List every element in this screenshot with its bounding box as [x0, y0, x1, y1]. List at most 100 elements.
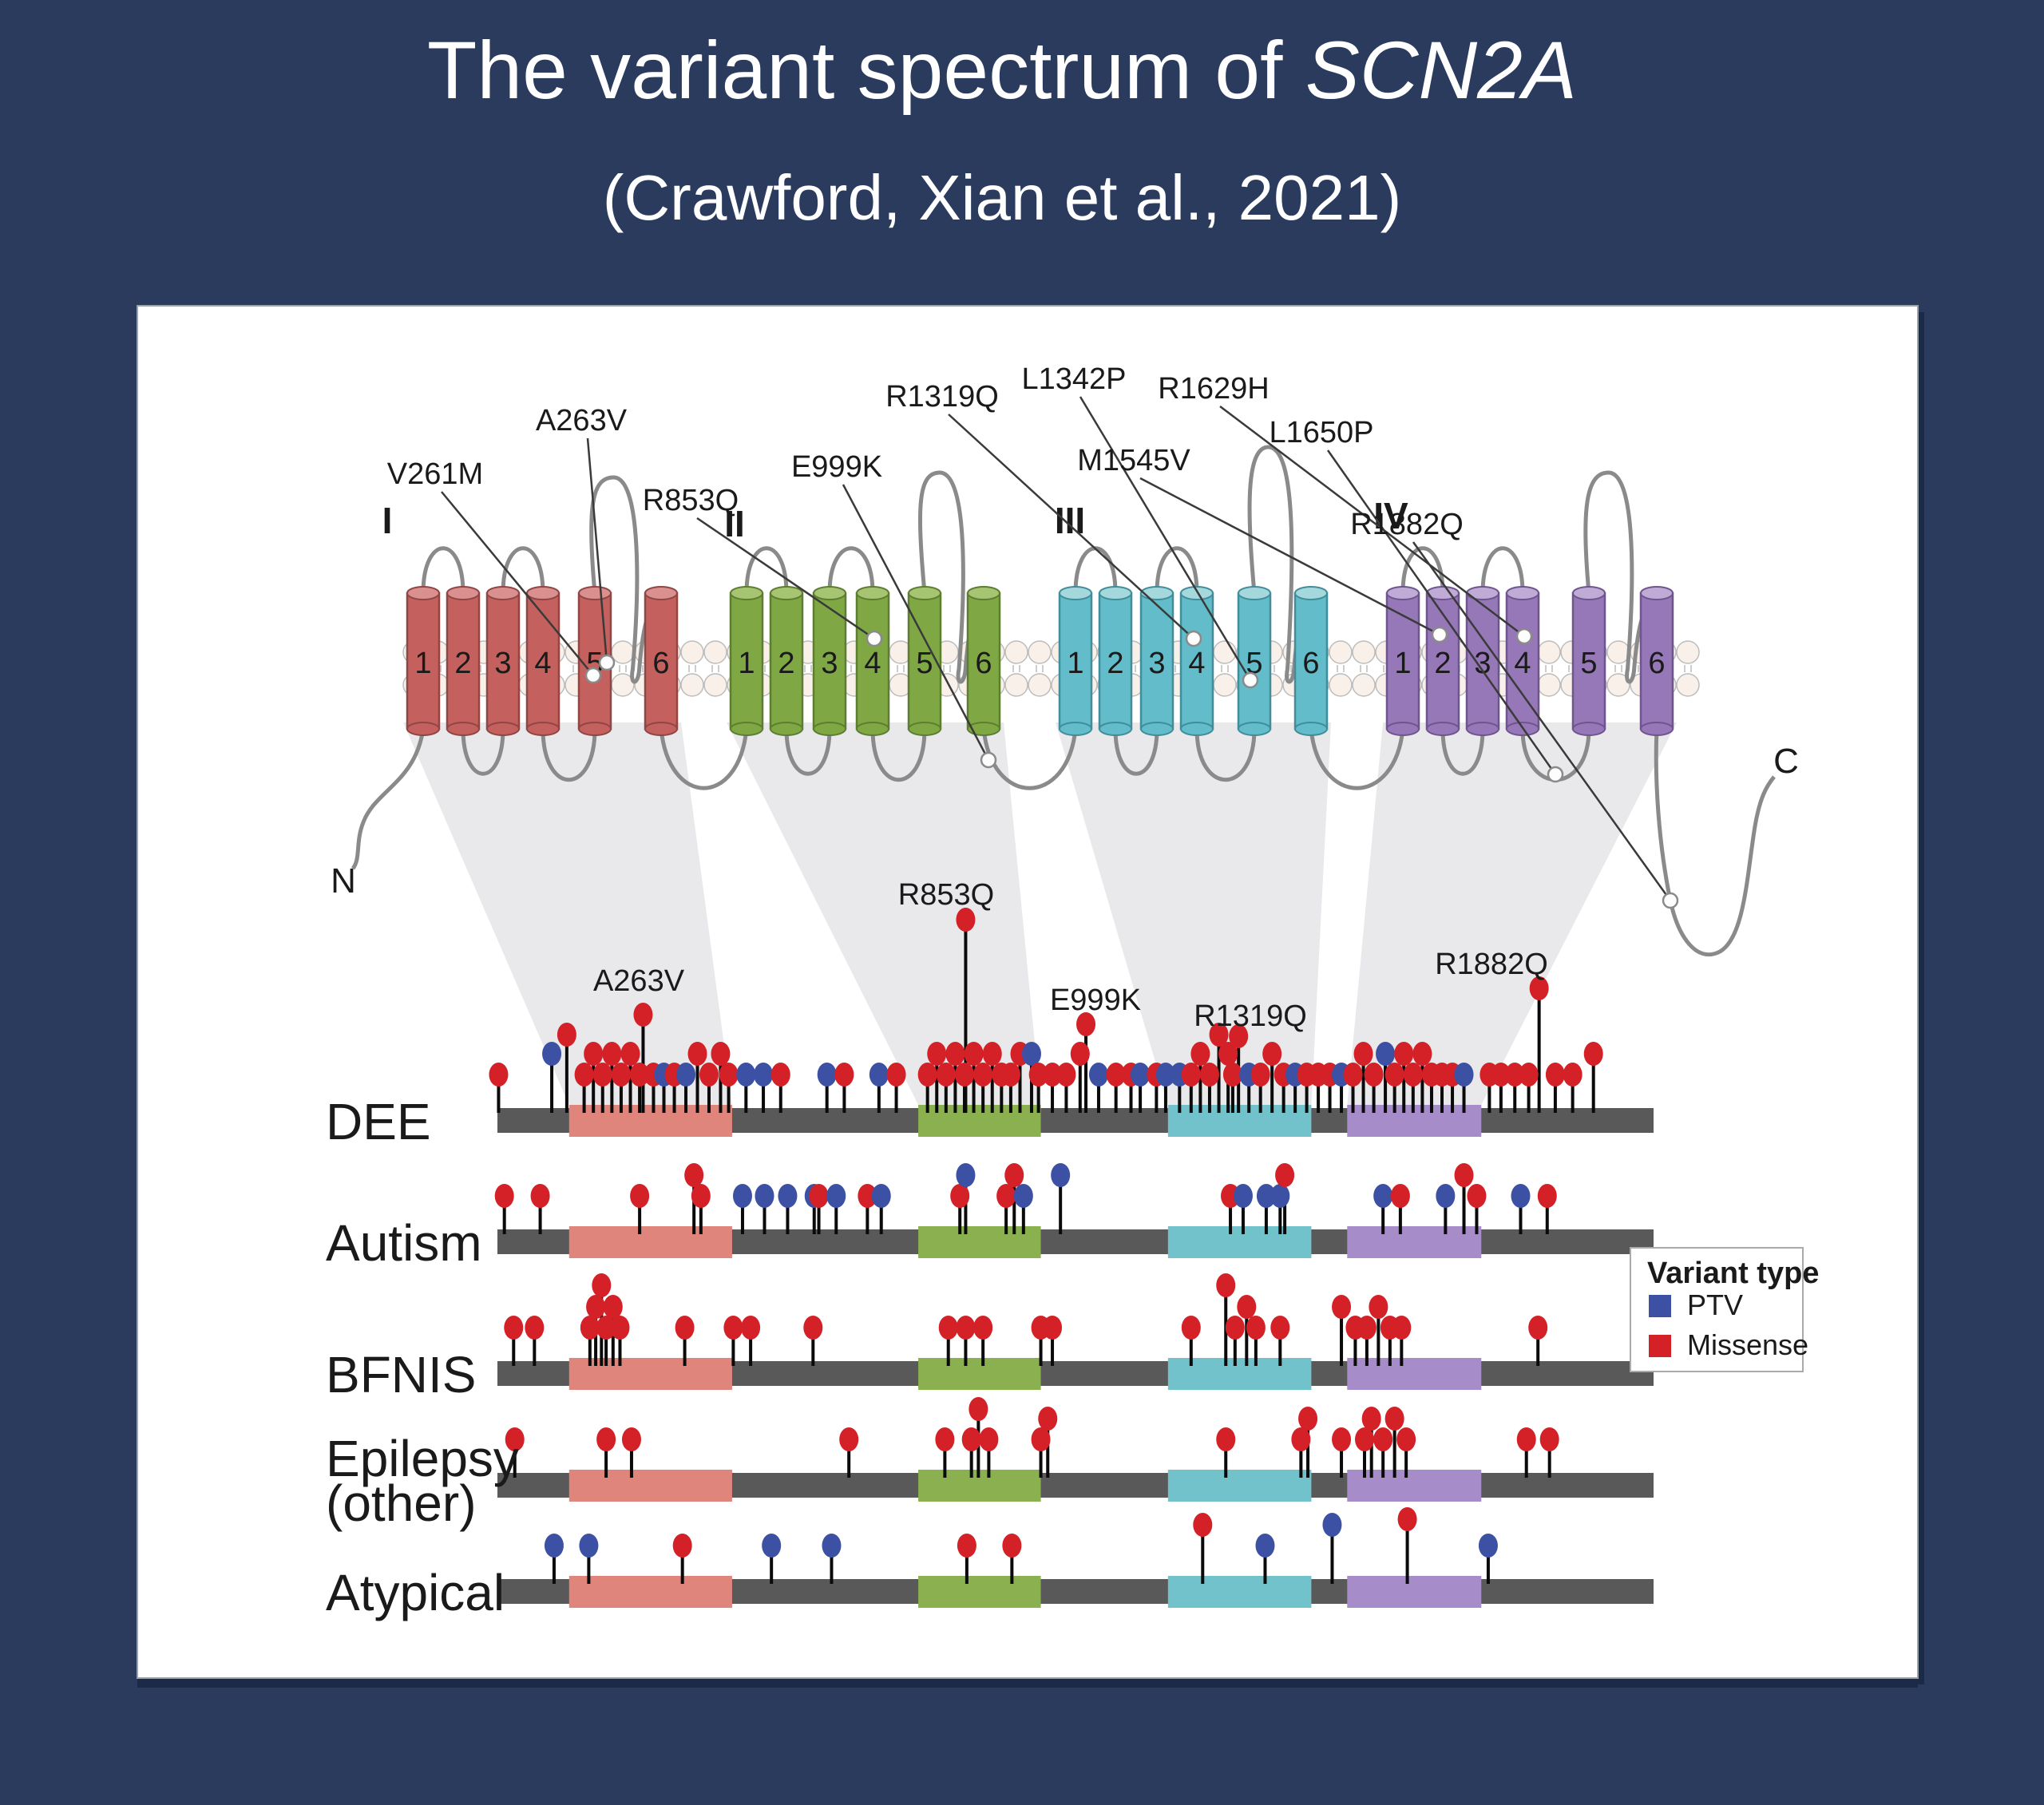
ptv-lollipop: [1051, 1163, 1071, 1187]
variant-site-dot: [1185, 630, 1202, 647]
segment-cylinder-top: [730, 586, 763, 600]
ptv-lollipop: [817, 1063, 837, 1087]
slide-subtitle: (Crawford, Xian et al., 2021): [602, 162, 1402, 233]
n-terminal-tail: [351, 728, 426, 870]
intracellular-loop: [461, 728, 505, 776]
legend-label-missense: Missense: [1687, 1328, 1808, 1361]
missense-lollipop: [711, 1042, 731, 1066]
variant-label-L1342P: L1342P: [1021, 362, 1126, 396]
missense-lollipop: [1369, 1295, 1388, 1319]
variant-label-M1545V: M1545V: [1077, 444, 1190, 477]
lipid-head: [1329, 673, 1353, 697]
extracellular-loop: [1480, 546, 1525, 594]
missense-lollipop: [489, 1063, 509, 1087]
missense-lollipop: [1000, 1063, 1020, 1087]
missense-lollipop: [858, 1184, 877, 1208]
extracellular-loop: [1155, 546, 1199, 594]
missense-lollipop: [956, 1316, 976, 1340]
ptv-lollipop: [1436, 1184, 1456, 1208]
figure-panel: [137, 305, 1919, 1679]
missense-lollipop: [973, 1316, 993, 1340]
segment-cylinder-bottom: [644, 722, 678, 736]
segment-cylinder: [729, 592, 764, 730]
missense-lollipop: [691, 1184, 711, 1208]
segment-cylinder-top: [526, 586, 560, 600]
segment-cylinder-bottom: [967, 722, 1000, 736]
variant-label-R1629H: R1629H: [1158, 372, 1269, 406]
segment-number: 1: [1067, 647, 1083, 680]
peak-label-R1882Q: R1882Q: [1435, 948, 1548, 981]
missense-lollipop: [684, 1163, 704, 1187]
segment-cylinder-top: [486, 586, 520, 600]
segment-number: 4: [1188, 647, 1205, 680]
missense-lollipop: [770, 1063, 790, 1087]
missense-lollipop: [1412, 1042, 1432, 1066]
missense-lollipop: [886, 1063, 906, 1087]
missense-lollipop: [1392, 1316, 1412, 1340]
segment-number: 1: [414, 647, 431, 680]
missense-lollipop: [633, 1003, 653, 1027]
missense-lollipop: [1332, 1295, 1352, 1319]
missense-lollipop: [1225, 1316, 1245, 1340]
segment-cylinder-top: [1059, 586, 1092, 600]
missense-lollipop: [610, 1316, 630, 1340]
missense-lollipop: [1353, 1042, 1373, 1066]
variant-label-E999K: E999K: [791, 450, 882, 484]
missense-lollipop: [1229, 1024, 1249, 1048]
missense-lollipop: [1270, 1316, 1290, 1340]
segment-cylinder-top: [1640, 586, 1674, 600]
ptv-lollipop: [676, 1063, 696, 1087]
missense-lollipop: [1043, 1316, 1063, 1340]
row-label: Epilepsy: [326, 1430, 519, 1487]
lipid-head: [1352, 640, 1376, 664]
missense-lollipop: [592, 1063, 612, 1087]
missense-lollipop: [723, 1316, 743, 1340]
missense-lollipop: [803, 1316, 823, 1340]
lipid-head: [1028, 673, 1052, 697]
callout-line: [696, 517, 875, 640]
variant-label-L1650P: L1650P: [1269, 416, 1373, 449]
missense-lollipop: [1390, 1184, 1410, 1208]
missense-lollipop: [1209, 1023, 1229, 1047]
missense-lollipop: [620, 1042, 640, 1066]
lipid-head: [703, 640, 727, 664]
segment-cylinder-top: [1140, 586, 1174, 600]
lollipop-heads: [544, 1507, 1498, 1558]
segment-cylinder-top: [1294, 586, 1328, 600]
segment-cylinder-bottom: [1640, 722, 1674, 736]
segment-cylinder-bottom: [908, 722, 941, 736]
segment-number: 2: [778, 647, 794, 680]
missense-lollipop: [936, 1063, 956, 1087]
segment-number: 4: [534, 647, 551, 680]
missense-lollipop: [602, 1042, 622, 1066]
missense-lollipop: [630, 1063, 650, 1087]
missense-lollipop: [1384, 1407, 1404, 1431]
missense-lollipop: [1298, 1407, 1318, 1431]
segment-number: 6: [652, 647, 669, 680]
lipid-head: [1004, 673, 1028, 697]
slide-title: The variant spectrum of SCN2A: [0, 24, 2004, 117]
segment-cylinder-top: [446, 586, 480, 600]
segment-number: 6: [1648, 647, 1665, 680]
panel-shadow-right: [1918, 312, 1924, 1684]
missense-lollipop: [1190, 1042, 1210, 1066]
domain-segment-II: [918, 1576, 1041, 1608]
variant-site-dot: [584, 667, 602, 684]
lollipop-heads: [505, 1397, 1559, 1451]
ptv-lollipop: [1376, 1042, 1396, 1066]
lipid-head: [703, 673, 727, 697]
missense-lollipop: [557, 1023, 576, 1047]
intracellular-loop: [541, 728, 597, 782]
missense-lollipop: [1403, 1063, 1423, 1087]
ptv-lollipop: [1322, 1513, 1342, 1537]
missense-lollipop: [1291, 1427, 1311, 1451]
callout-line: [1412, 541, 1672, 901]
segment-number: 6: [1302, 647, 1319, 680]
interdomain-linker: [1309, 728, 1405, 790]
topology-variant-callouts: V261MA263VR853QE999KR1319QL1342PM1545VR1…: [387, 362, 1679, 909]
missense-lollipop: [584, 1042, 604, 1066]
callout-line: [1139, 477, 1440, 636]
ptv-lollipop: [778, 1184, 798, 1208]
domain-segment-I: [568, 1470, 732, 1502]
